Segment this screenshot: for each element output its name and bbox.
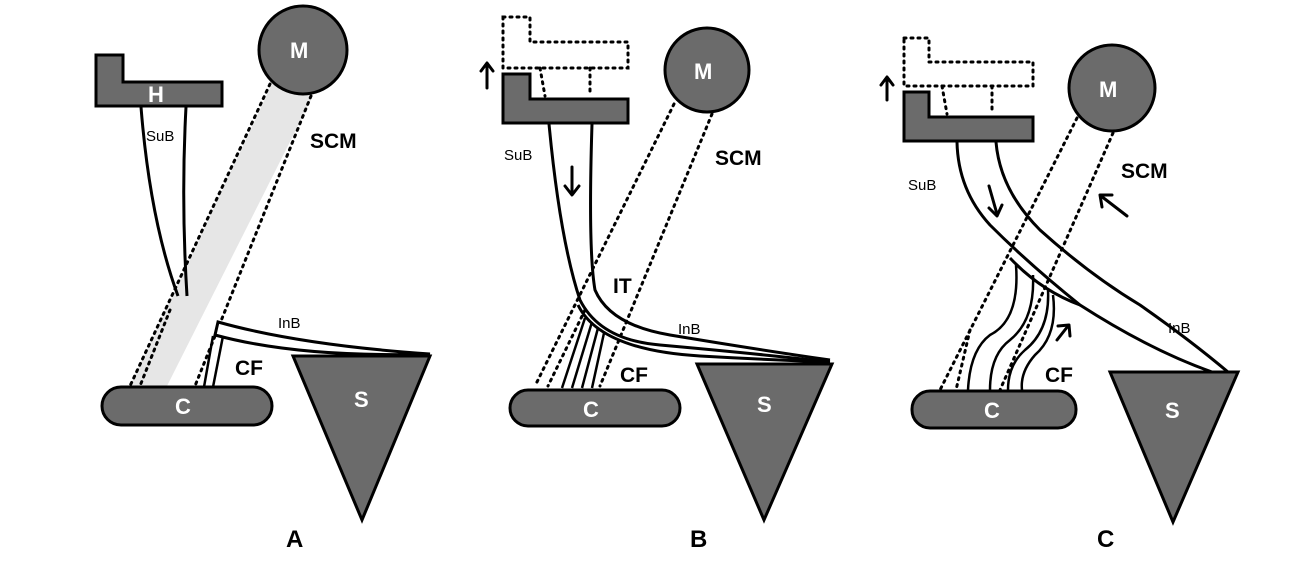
cf-fiber bbox=[211, 335, 225, 388]
panel-label-a: A bbox=[286, 526, 303, 553]
it-label: IT bbox=[613, 275, 632, 298]
mastoid-label: M bbox=[290, 38, 308, 63]
scm-band bbox=[130, 84, 313, 386]
cf-fiber bbox=[966, 264, 1018, 391]
mastoid-label: M bbox=[1099, 77, 1117, 102]
cf-fiber bbox=[1020, 294, 1056, 391]
hyoid-bone bbox=[902, 90, 1035, 143]
sub-label: SuB bbox=[146, 128, 174, 145]
scm-edge-inner bbox=[954, 328, 972, 392]
scm-label: SCM bbox=[310, 130, 357, 153]
omohyoid-lower-edge bbox=[589, 123, 831, 362]
scm-edge-right bbox=[193, 94, 313, 388]
cf-fiber bbox=[1006, 289, 1050, 391]
scm-label: SCM bbox=[1121, 160, 1168, 183]
omohyoid-upper-edge bbox=[547, 123, 831, 364]
arrow-up-icon bbox=[1055, 323, 1072, 342]
panel-a: H M SuB SCM InB CF C S A bbox=[94, 4, 433, 553]
scapula-label: S bbox=[757, 392, 772, 417]
mastoid-circle bbox=[663, 26, 751, 114]
hyoid-label: H bbox=[148, 82, 164, 107]
superior-belly-edge bbox=[182, 106, 189, 297]
scm-edge-inner bbox=[546, 308, 587, 388]
arrow-up-icon bbox=[879, 75, 895, 102]
cf-fiber bbox=[988, 274, 1035, 391]
cf-fiber bbox=[580, 327, 600, 389]
hyoid-ghost-link bbox=[538, 66, 547, 98]
omohyoid-upper-edge bbox=[955, 141, 1213, 374]
arrow-down-icon bbox=[563, 165, 581, 197]
hyoid-bone bbox=[501, 72, 630, 125]
inb-label: InB bbox=[1168, 320, 1191, 337]
scapula-bone bbox=[290, 354, 433, 524]
hyoid-ghost-link bbox=[940, 84, 949, 116]
clavicle-bone bbox=[910, 389, 1078, 430]
scapula-label: S bbox=[1165, 398, 1180, 423]
clavicle-label: C bbox=[984, 398, 1000, 423]
cf-label: CF bbox=[235, 357, 263, 380]
cf-fiber bbox=[570, 321, 594, 389]
scapula-bone bbox=[694, 362, 835, 524]
cf-fiber bbox=[560, 317, 587, 389]
omohyoid-crossing bbox=[1008, 256, 1081, 307]
hyoid-bone bbox=[94, 53, 224, 108]
panel-label-b: B bbox=[690, 526, 707, 553]
inferior-belly bbox=[213, 320, 431, 357]
panel-b: M SCM SuB IT InB CF C S B bbox=[479, 15, 835, 553]
cf-label: CF bbox=[620, 364, 648, 387]
omohyoid-lower-edge bbox=[994, 141, 1229, 374]
arrow-up-icon bbox=[479, 61, 495, 90]
hyoid-original-position bbox=[501, 15, 630, 70]
scm-label: SCM bbox=[715, 147, 762, 170]
scm-edge-right bbox=[998, 131, 1115, 392]
mastoid-circle bbox=[257, 4, 349, 96]
cf-fiber bbox=[202, 335, 215, 388]
clavicle-bone bbox=[100, 385, 274, 427]
clavicle-label: C bbox=[583, 397, 599, 422]
panel-label-c: C bbox=[1097, 526, 1114, 553]
clavicle-label: C bbox=[175, 394, 191, 419]
arrow-up-left-icon bbox=[1098, 193, 1129, 218]
inb-label: InB bbox=[278, 315, 301, 332]
scm-edge-left bbox=[938, 116, 1079, 392]
clavicle-bone bbox=[508, 388, 682, 428]
hyoid-original-position bbox=[902, 36, 1035, 88]
scapula-bone bbox=[1107, 370, 1241, 526]
superior-belly bbox=[139, 106, 180, 297]
cf-fiber bbox=[590, 332, 606, 389]
scm-edge-left bbox=[128, 82, 272, 388]
scapula-label: S bbox=[354, 387, 369, 412]
scm-edge-inner bbox=[138, 308, 172, 388]
inb-label: InB bbox=[678, 321, 701, 338]
mastoid-label: M bbox=[694, 59, 712, 84]
sub-label: SuB bbox=[908, 177, 936, 194]
scm-edge-left bbox=[533, 102, 676, 388]
sub-label: SuB bbox=[504, 147, 532, 164]
arrow-down-icon bbox=[987, 184, 1004, 218]
mastoid-circle bbox=[1067, 43, 1157, 133]
cf-label: CF bbox=[1045, 364, 1073, 387]
panel-c: M SCM SuB InB CF C bbox=[879, 36, 1241, 553]
